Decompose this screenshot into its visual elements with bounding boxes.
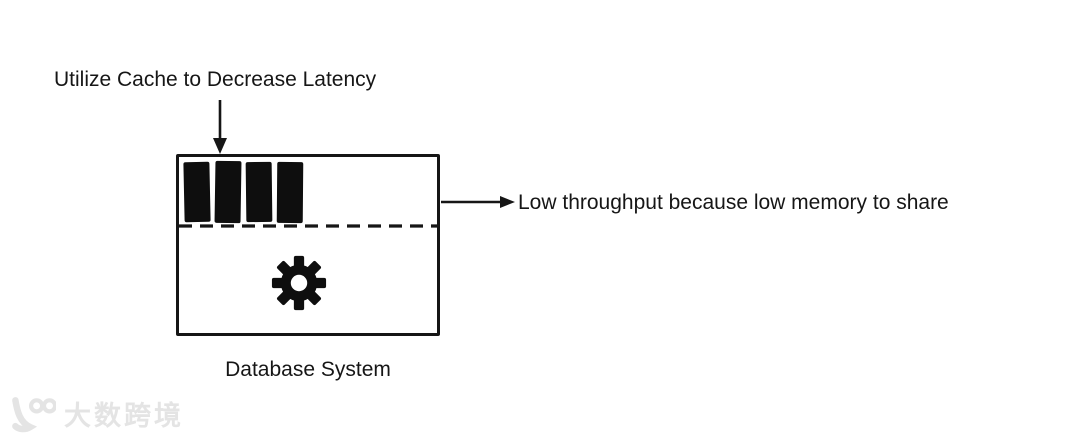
cache-annotation-label: Utilize Cache to Decrease Latency — [54, 68, 377, 91]
database-box — [176, 154, 440, 336]
cache-bars — [183, 160, 304, 224]
right-arrow-icon — [441, 196, 515, 208]
cache-bar — [245, 161, 273, 223]
gear-icon — [271, 255, 327, 311]
cache-bar — [183, 161, 211, 223]
cache-bar — [214, 160, 242, 224]
throughput-annotation-label: Low throughput because low memory to sha… — [518, 191, 949, 214]
watermark-logo-icon — [12, 397, 56, 433]
database-system-label: Database System — [225, 358, 391, 381]
cache-separator-dashed-line — [179, 224, 437, 228]
watermark: 大数跨境 — [8, 396, 184, 436]
down-arrow-icon — [213, 100, 227, 154]
cache-bar — [276, 161, 304, 224]
watermark-text: 大数跨境 — [64, 400, 184, 431]
